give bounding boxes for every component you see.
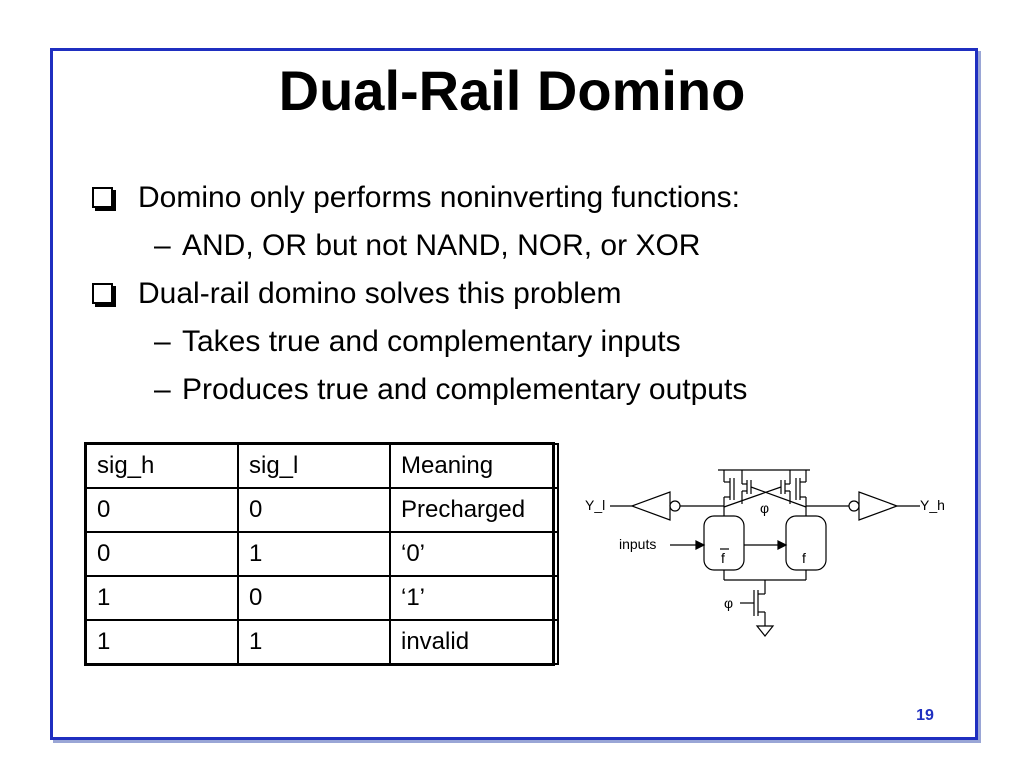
table-cell: ‘1’ [389, 575, 559, 621]
table-row: 1 1 invalid [85, 619, 559, 665]
block-right-label: f [802, 550, 806, 566]
nmos-foot-transistor [740, 580, 766, 626]
table-row: 0 1 ‘0’ [85, 531, 559, 577]
table-cell: 0 [85, 487, 239, 533]
sub-bullet-item: – Takes true and complementary inputs [86, 318, 747, 366]
bullet-item: Dual-rail domino solves this problem [86, 270, 747, 318]
sub-bullet-text: AND, OR but not NAND, NOR, or XOR [182, 229, 701, 262]
keeper-transistors [723, 470, 807, 508]
slide-frame [50, 48, 978, 740]
table-cell: 1 [85, 575, 239, 621]
table-cell: ‘0’ [389, 531, 559, 577]
dash-marker: – [154, 325, 171, 358]
sub-bullet-item: – AND, OR but not NAND, NOR, or XOR [86, 222, 747, 270]
table-cell: 0 [237, 575, 391, 621]
sub-bullet-item: – Produces true and complementary output… [86, 366, 747, 414]
signal-table: sig_h sig_l Meaning 0 0 Precharged 0 1 ‘… [85, 443, 559, 665]
inverter-right [806, 491, 920, 521]
dual-rail-domino-circuit: Y_l Y_h inputs φ φ f f [585, 469, 945, 637]
sub-bullet-text: Takes true and complementary inputs [182, 325, 681, 358]
checkbox-bullet-icon [92, 283, 113, 304]
sub-bullet-text: Produces true and complementary outputs [182, 373, 748, 406]
table-header-row: sig_h sig_l Meaning [85, 443, 559, 489]
inputs-arrows [670, 540, 788, 550]
bullet-list: Domino only performs noninverting functi… [86, 174, 747, 414]
block-left-label: f [721, 550, 725, 566]
table-cell: 0 [85, 531, 239, 577]
pmos-right [795, 470, 807, 516]
output-low-label: Y_l [585, 497, 605, 513]
pmos-left [723, 470, 735, 516]
bullet-item: Domino only performs noninverting functi… [86, 174, 747, 222]
logic-block-right [785, 515, 827, 571]
table-cell: Precharged [389, 487, 559, 533]
table-header-cell: Meaning [389, 443, 559, 489]
table-cell: 1 [237, 531, 391, 577]
slide-title: Dual-Rail Domino [278, 59, 746, 122]
table-header-cell: sig_l [237, 443, 391, 489]
table-header-cell: sig_h [85, 443, 239, 489]
dash-marker: – [154, 373, 171, 406]
checkbox-bullet-icon [92, 187, 113, 208]
output-high-label: Y_h [920, 497, 945, 513]
bullet-text: Domino only performs noninverting functi… [138, 181, 740, 214]
dash-marker: – [154, 229, 171, 262]
table-row: 0 0 Precharged [85, 487, 559, 533]
bullet-text: Dual-rail domino solves this problem [138, 277, 622, 310]
inputs-label: inputs [619, 536, 656, 552]
table-row: 1 0 ‘1’ [85, 575, 559, 621]
table-cell: 1 [237, 619, 391, 665]
table-cell: invalid [389, 619, 559, 665]
ground-icon [755, 625, 775, 637]
inverter-left [610, 491, 724, 521]
table-cell: 0 [237, 487, 391, 533]
page-number: 19 [916, 707, 934, 724]
clock-label: φ [760, 500, 769, 516]
clock-foot-label: φ [724, 595, 733, 611]
table-cell: 1 [85, 619, 239, 665]
